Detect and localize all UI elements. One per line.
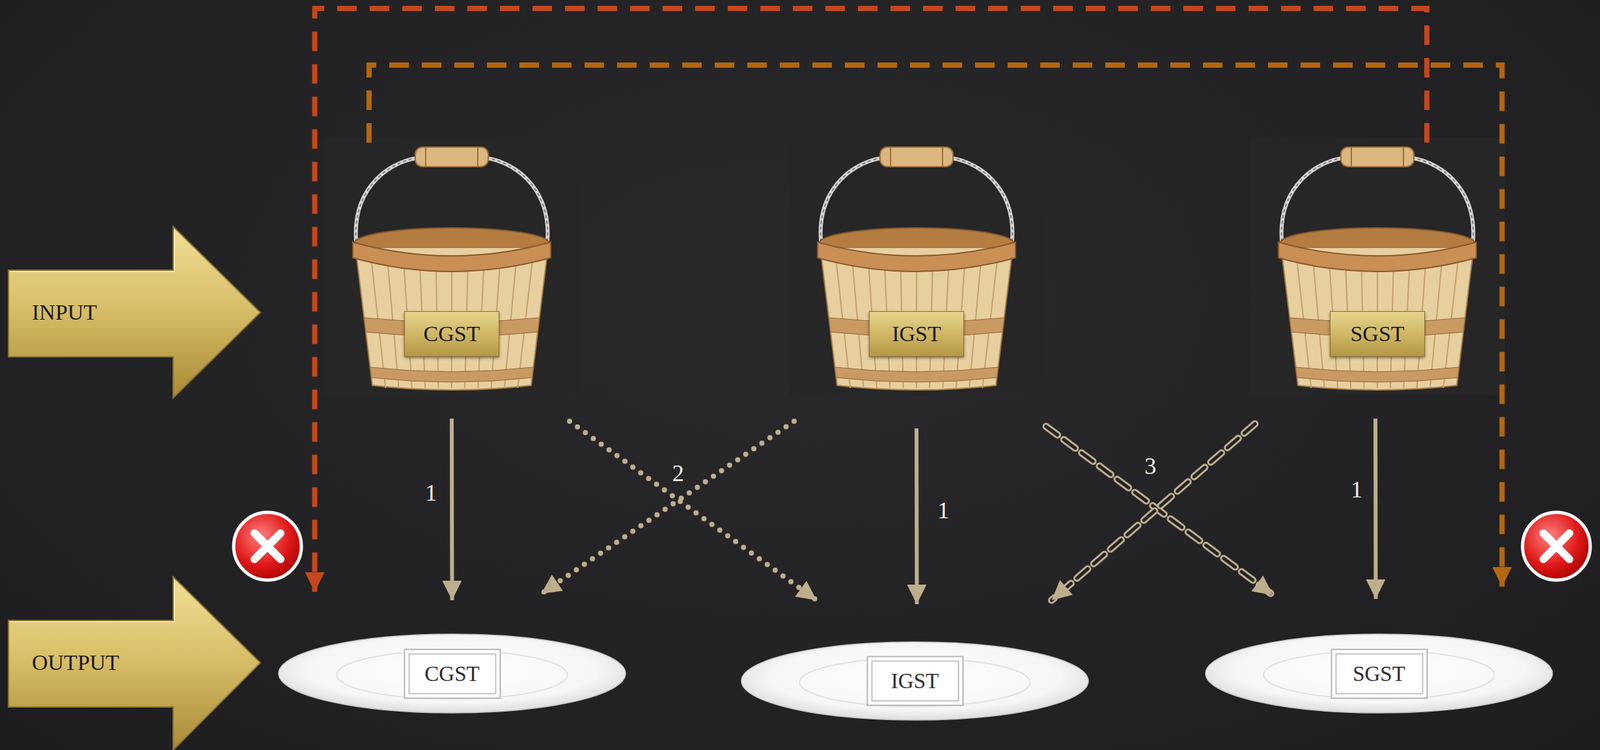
- node-label: SGST: [1330, 648, 1428, 699]
- basket-grip-line: [941, 147, 944, 167]
- callout-number: 1: [425, 479, 437, 507]
- plate-node: CGST: [277, 632, 627, 715]
- connector-head: [315, 8, 1428, 592]
- basket-grip: [1340, 147, 1414, 167]
- basket-grip: [880, 147, 953, 167]
- connector-line: [1051, 423, 1256, 601]
- arrow-body: [8, 226, 261, 398]
- plate-rim: [1205, 634, 1553, 713]
- basket-rim: [817, 242, 1016, 272]
- basket-band: [370, 367, 534, 383]
- basket-rim: [1278, 242, 1477, 272]
- basket-node: SGST: [1249, 137, 1505, 396]
- stage-arrow: OUTPUT: [8, 576, 261, 750]
- basket-node: IGST: [788, 137, 1045, 396]
- connector-line: [449, 418, 455, 601]
- basket-node: CGST: [324, 137, 580, 396]
- connector-head: [1051, 423, 1256, 601]
- basket-grip-line: [425, 147, 427, 167]
- callout-number: 2: [672, 459, 685, 487]
- plate-node: SGST: [1204, 632, 1554, 715]
- connector-head: [369, 65, 1503, 587]
- callout-number: 1: [937, 496, 950, 525]
- flow-connector: [1046, 426, 1274, 595]
- node-label: OUTPUT: [31, 650, 120, 676]
- connector-head: [541, 421, 795, 594]
- connector-head: [569, 421, 817, 601]
- connector-line: [315, 8, 1428, 592]
- flow-connector: [1375, 418, 1377, 599]
- reject-icon: [1522, 512, 1591, 580]
- flow-connector: [369, 65, 1503, 587]
- connector-line: [1373, 418, 1379, 599]
- basket-grip-line: [1350, 147, 1352, 167]
- callout-number: 1: [1350, 475, 1363, 504]
- node-label: CGST: [403, 648, 501, 699]
- basket-grip-line: [1402, 147, 1405, 167]
- connector-head: [451, 418, 454, 601]
- connector-line: [1051, 423, 1256, 601]
- reject-cross: [1543, 533, 1570, 560]
- reject-circle: [233, 512, 302, 580]
- node-label: SGST: [1329, 311, 1425, 357]
- stage-arrow: INPUT: [8, 226, 261, 398]
- reject-cross: [254, 533, 281, 560]
- connector-line: [541, 421, 795, 594]
- connector-head: [1375, 418, 1377, 599]
- flow-connector: [451, 418, 454, 601]
- arrow-highlight: [9, 579, 175, 622]
- flow-connector: [1051, 423, 1256, 601]
- basket-band: [835, 367, 999, 383]
- reject-cross: [254, 533, 281, 560]
- flow-connector: [916, 428, 918, 605]
- basket-backdrop: [324, 137, 580, 396]
- flow-connector: [541, 421, 795, 594]
- connector-head: [1046, 426, 1274, 595]
- node-label: IGST: [866, 656, 964, 707]
- basket-rim: [352, 242, 551, 272]
- basket-grip: [415, 147, 489, 167]
- basket-band: [1296, 367, 1460, 383]
- plate-rim: [741, 641, 1089, 720]
- reject-circle: [1522, 512, 1591, 580]
- reject-icon: [233, 512, 302, 580]
- connector-line: [1046, 426, 1274, 595]
- arrow-body: [8, 576, 261, 750]
- node-label: CGST: [404, 311, 500, 357]
- basket-backdrop: [788, 137, 1045, 396]
- connector-line: [569, 421, 817, 601]
- reject-cross: [1543, 533, 1570, 560]
- flow-connector: [315, 8, 1428, 592]
- connector-line: [369, 65, 1503, 587]
- connector-line: [1046, 426, 1274, 595]
- arrow-highlight: [9, 229, 175, 272]
- node-label: IGST: [868, 311, 965, 357]
- flow-connector: [569, 421, 817, 601]
- basket-backdrop: [1249, 137, 1505, 396]
- basket-grip-line: [477, 147, 479, 167]
- plate-rim: [278, 634, 626, 713]
- callout-number: 3: [1144, 452, 1157, 480]
- basket-grip-line: [889, 147, 892, 167]
- node-label: INPUT: [31, 300, 97, 325]
- connector-group: [315, 8, 1503, 605]
- connector-line: [914, 428, 920, 605]
- connector-head: [916, 428, 918, 605]
- plate-node: IGST: [740, 640, 1090, 722]
